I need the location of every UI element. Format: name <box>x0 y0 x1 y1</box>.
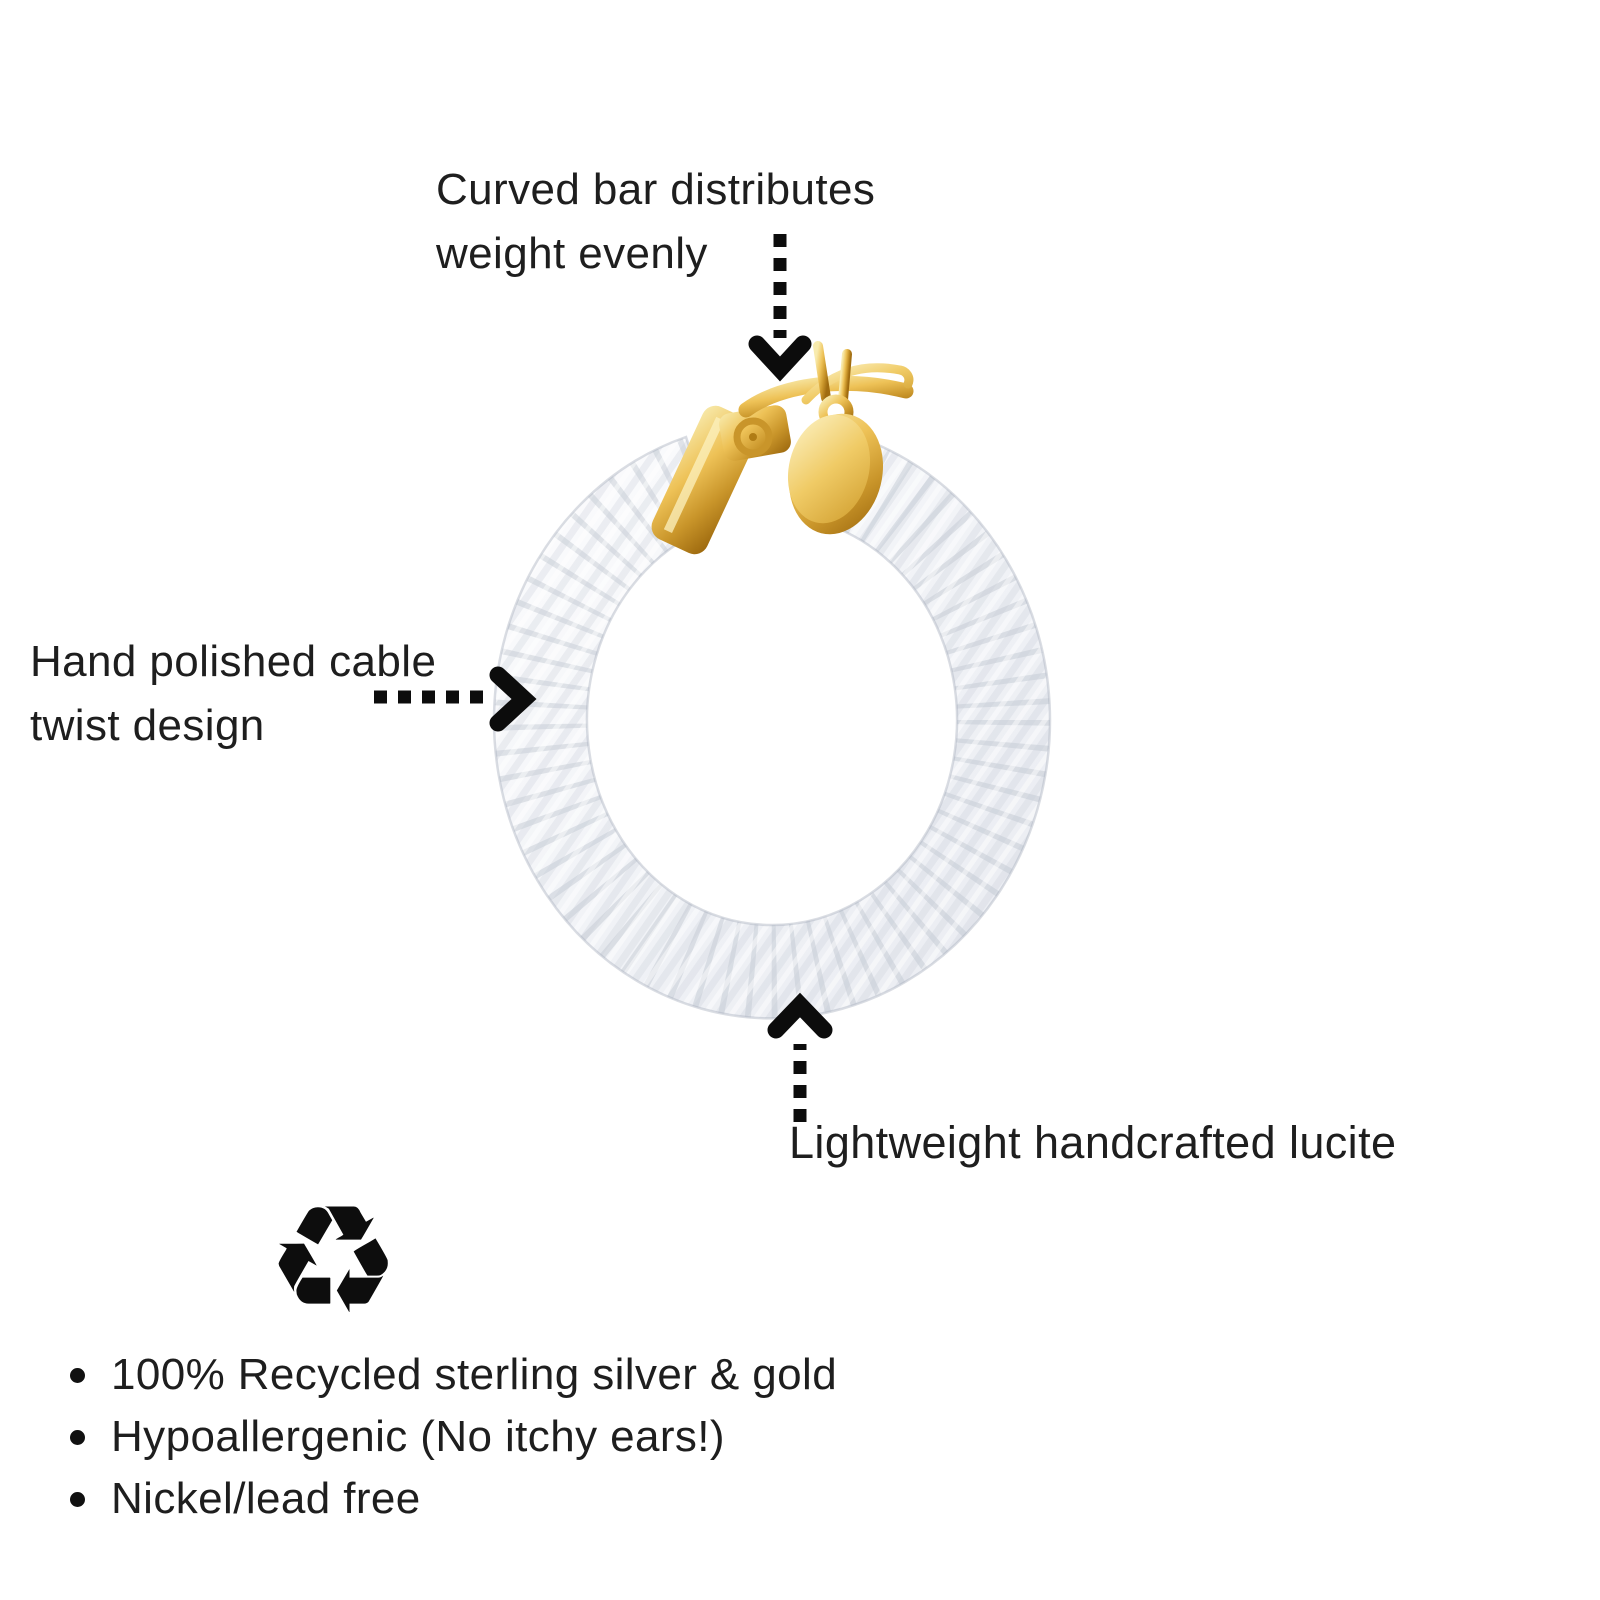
feature-item-recycled: 100% Recycled sterling silver & gold <box>62 1344 837 1406</box>
annotation-cable-twist-line1: Hand polished cable <box>30 637 437 686</box>
feature-text-hypoallergenic: Hypoallergenic (No itchy ears!) <box>111 1412 725 1461</box>
annotation-curved-bar-line2: weight evenly <box>436 229 708 278</box>
lucite-hoop <box>492 435 1052 1020</box>
bullet-dot <box>70 1367 85 1383</box>
feature-list: 100% Recycled sterling silver & gold Hyp… <box>62 1344 837 1530</box>
annotation-curved-bar: Curved bar distributes weight evenly <box>436 158 875 286</box>
bullet-dot <box>70 1429 85 1445</box>
feature-text-nickel-free: Nickel/lead free <box>111 1474 421 1523</box>
feature-text-recycled: 100% Recycled sterling silver & gold <box>111 1350 838 1399</box>
down-arrow <box>748 234 812 382</box>
up-arrow <box>767 992 833 1122</box>
clasp-oval-disc-face <box>787 414 871 524</box>
bullet-dot <box>70 1491 85 1507</box>
annotation-cable-twist-line2: twist design <box>30 701 265 750</box>
recycle-icon: ♻ <box>266 1186 400 1336</box>
clasp-spiral <box>733 417 773 457</box>
annotation-lucite-text: Lightweight handcrafted lucite <box>789 1117 1397 1168</box>
right-arrow <box>374 666 537 732</box>
gold-clasp <box>651 341 914 555</box>
recycle-glyph: ♻ <box>266 1174 401 1348</box>
clasp-spiral-center <box>749 433 757 441</box>
annotation-lucite: Lightweight handcrafted lucite <box>789 1111 1396 1175</box>
clasp-prong-left <box>813 341 831 403</box>
feature-item-hypoallergenic: Hypoallergenic (No itchy ears!) <box>62 1406 837 1468</box>
annotation-cable-twist: Hand polished cable twist design <box>30 630 436 758</box>
feature-item-nickel-free: Nickel/lead free <box>62 1468 837 1530</box>
annotation-curved-bar-line1: Curved bar distributes <box>436 165 876 214</box>
clasp-prong-right <box>838 349 852 405</box>
